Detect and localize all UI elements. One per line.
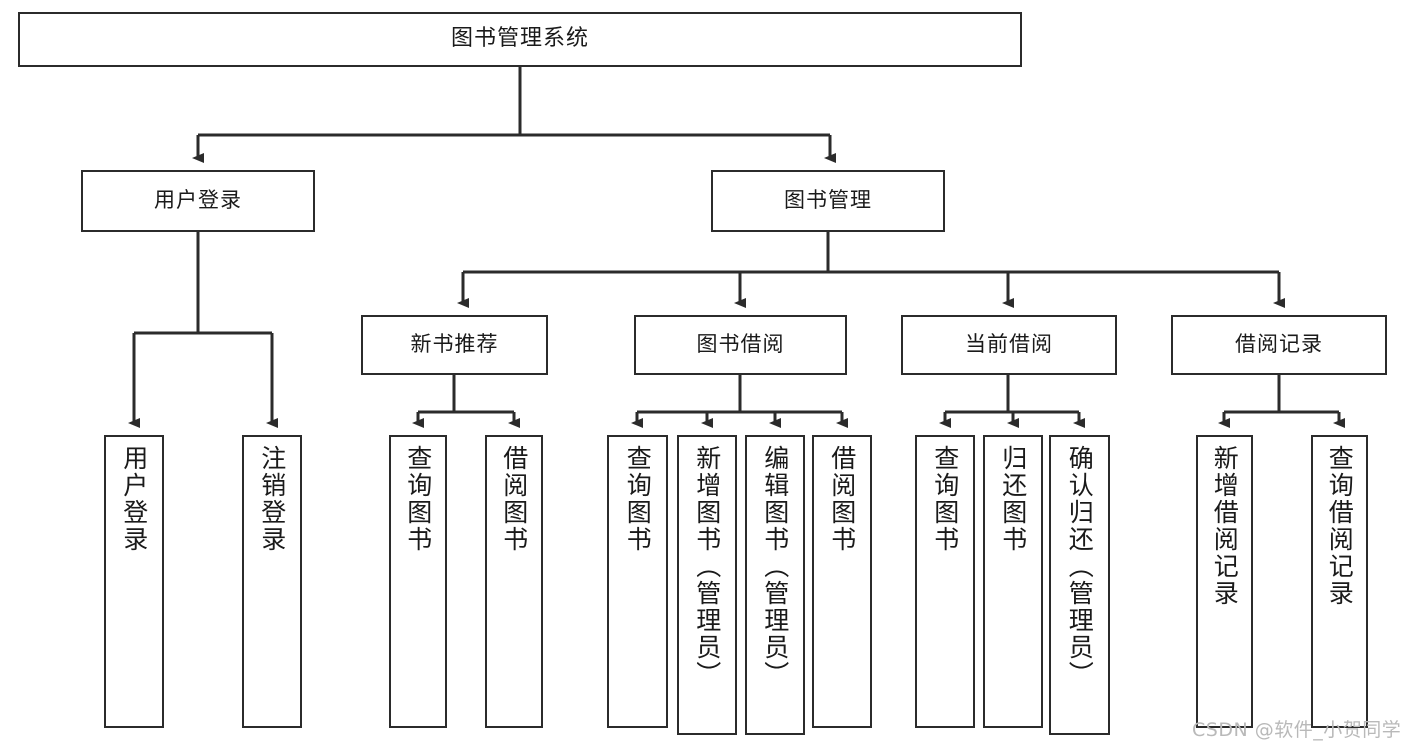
node-leaf-query-book-recommend[interactable]: 查询图书 — [389, 435, 447, 728]
node-label: 查询图书 — [930, 445, 960, 553]
node-label: 查询图书 — [403, 445, 433, 553]
node-label: 归还图书 — [998, 445, 1028, 553]
node-label: 新增图书（管理员） — [692, 445, 722, 688]
node-label: 借阅记录 — [1235, 332, 1323, 357]
node-label: 查询图书 — [623, 445, 653, 553]
node-leaf-borrow-book-recommend[interactable]: 借阅图书 — [485, 435, 543, 728]
node-leaf-edit-book-admin[interactable]: 编辑图书（管理员） — [745, 435, 805, 735]
node-label: 用户登录 — [119, 445, 149, 553]
node-label: 当前借阅 — [965, 332, 1053, 357]
node-leaf-logout-login[interactable]: 注销登录 — [242, 435, 302, 728]
node-leaf-query-book-current[interactable]: 查询图书 — [915, 435, 975, 728]
node-leaf-add-book-admin[interactable]: 新增图书（管理员） — [677, 435, 737, 735]
node-label: 借阅图书 — [827, 445, 857, 553]
node-label: 图书管理系统 — [450, 26, 589, 52]
node-leaf-borrow-book[interactable]: 借阅图书 — [812, 435, 872, 728]
node-label: 编辑图书（管理员） — [760, 445, 790, 688]
node-label: 确认归还（管理员） — [1065, 445, 1095, 688]
node-borrow-record[interactable]: 借阅记录 — [1171, 315, 1387, 375]
node-leaf-add-borrow-record[interactable]: 新增借阅记录 — [1196, 435, 1253, 728]
node-label: 图书管理 — [784, 188, 872, 213]
node-label: 用户登录 — [154, 188, 242, 213]
node-leaf-confirm-return-admin[interactable]: 确认归还（管理员） — [1049, 435, 1110, 735]
watermark-text: CSDN @软件_小贺同学 — [1192, 719, 1402, 741]
node-leaf-query-book-borrow[interactable]: 查询图书 — [607, 435, 668, 728]
node-label: 新书推荐 — [410, 332, 499, 357]
node-root-book-management-system[interactable]: 图书管理系统 — [18, 12, 1022, 67]
node-book-management[interactable]: 图书管理 — [711, 170, 945, 232]
node-label: 查询借阅记录 — [1325, 445, 1355, 607]
node-book-borrow[interactable]: 图书借阅 — [634, 315, 847, 375]
node-label: 图书借阅 — [696, 332, 785, 357]
node-label: 借阅图书 — [499, 445, 529, 553]
node-leaf-query-borrow-record[interactable]: 查询借阅记录 — [1311, 435, 1368, 728]
node-user-login[interactable]: 用户登录 — [81, 170, 315, 232]
node-current-borrow[interactable]: 当前借阅 — [901, 315, 1117, 375]
node-leaf-user-login[interactable]: 用户登录 — [104, 435, 164, 728]
node-leaf-return-book[interactable]: 归还图书 — [983, 435, 1043, 728]
node-label: 新增借阅记录 — [1210, 445, 1240, 607]
node-new-book-recommend[interactable]: 新书推荐 — [361, 315, 548, 375]
node-label: 注销登录 — [257, 445, 287, 553]
